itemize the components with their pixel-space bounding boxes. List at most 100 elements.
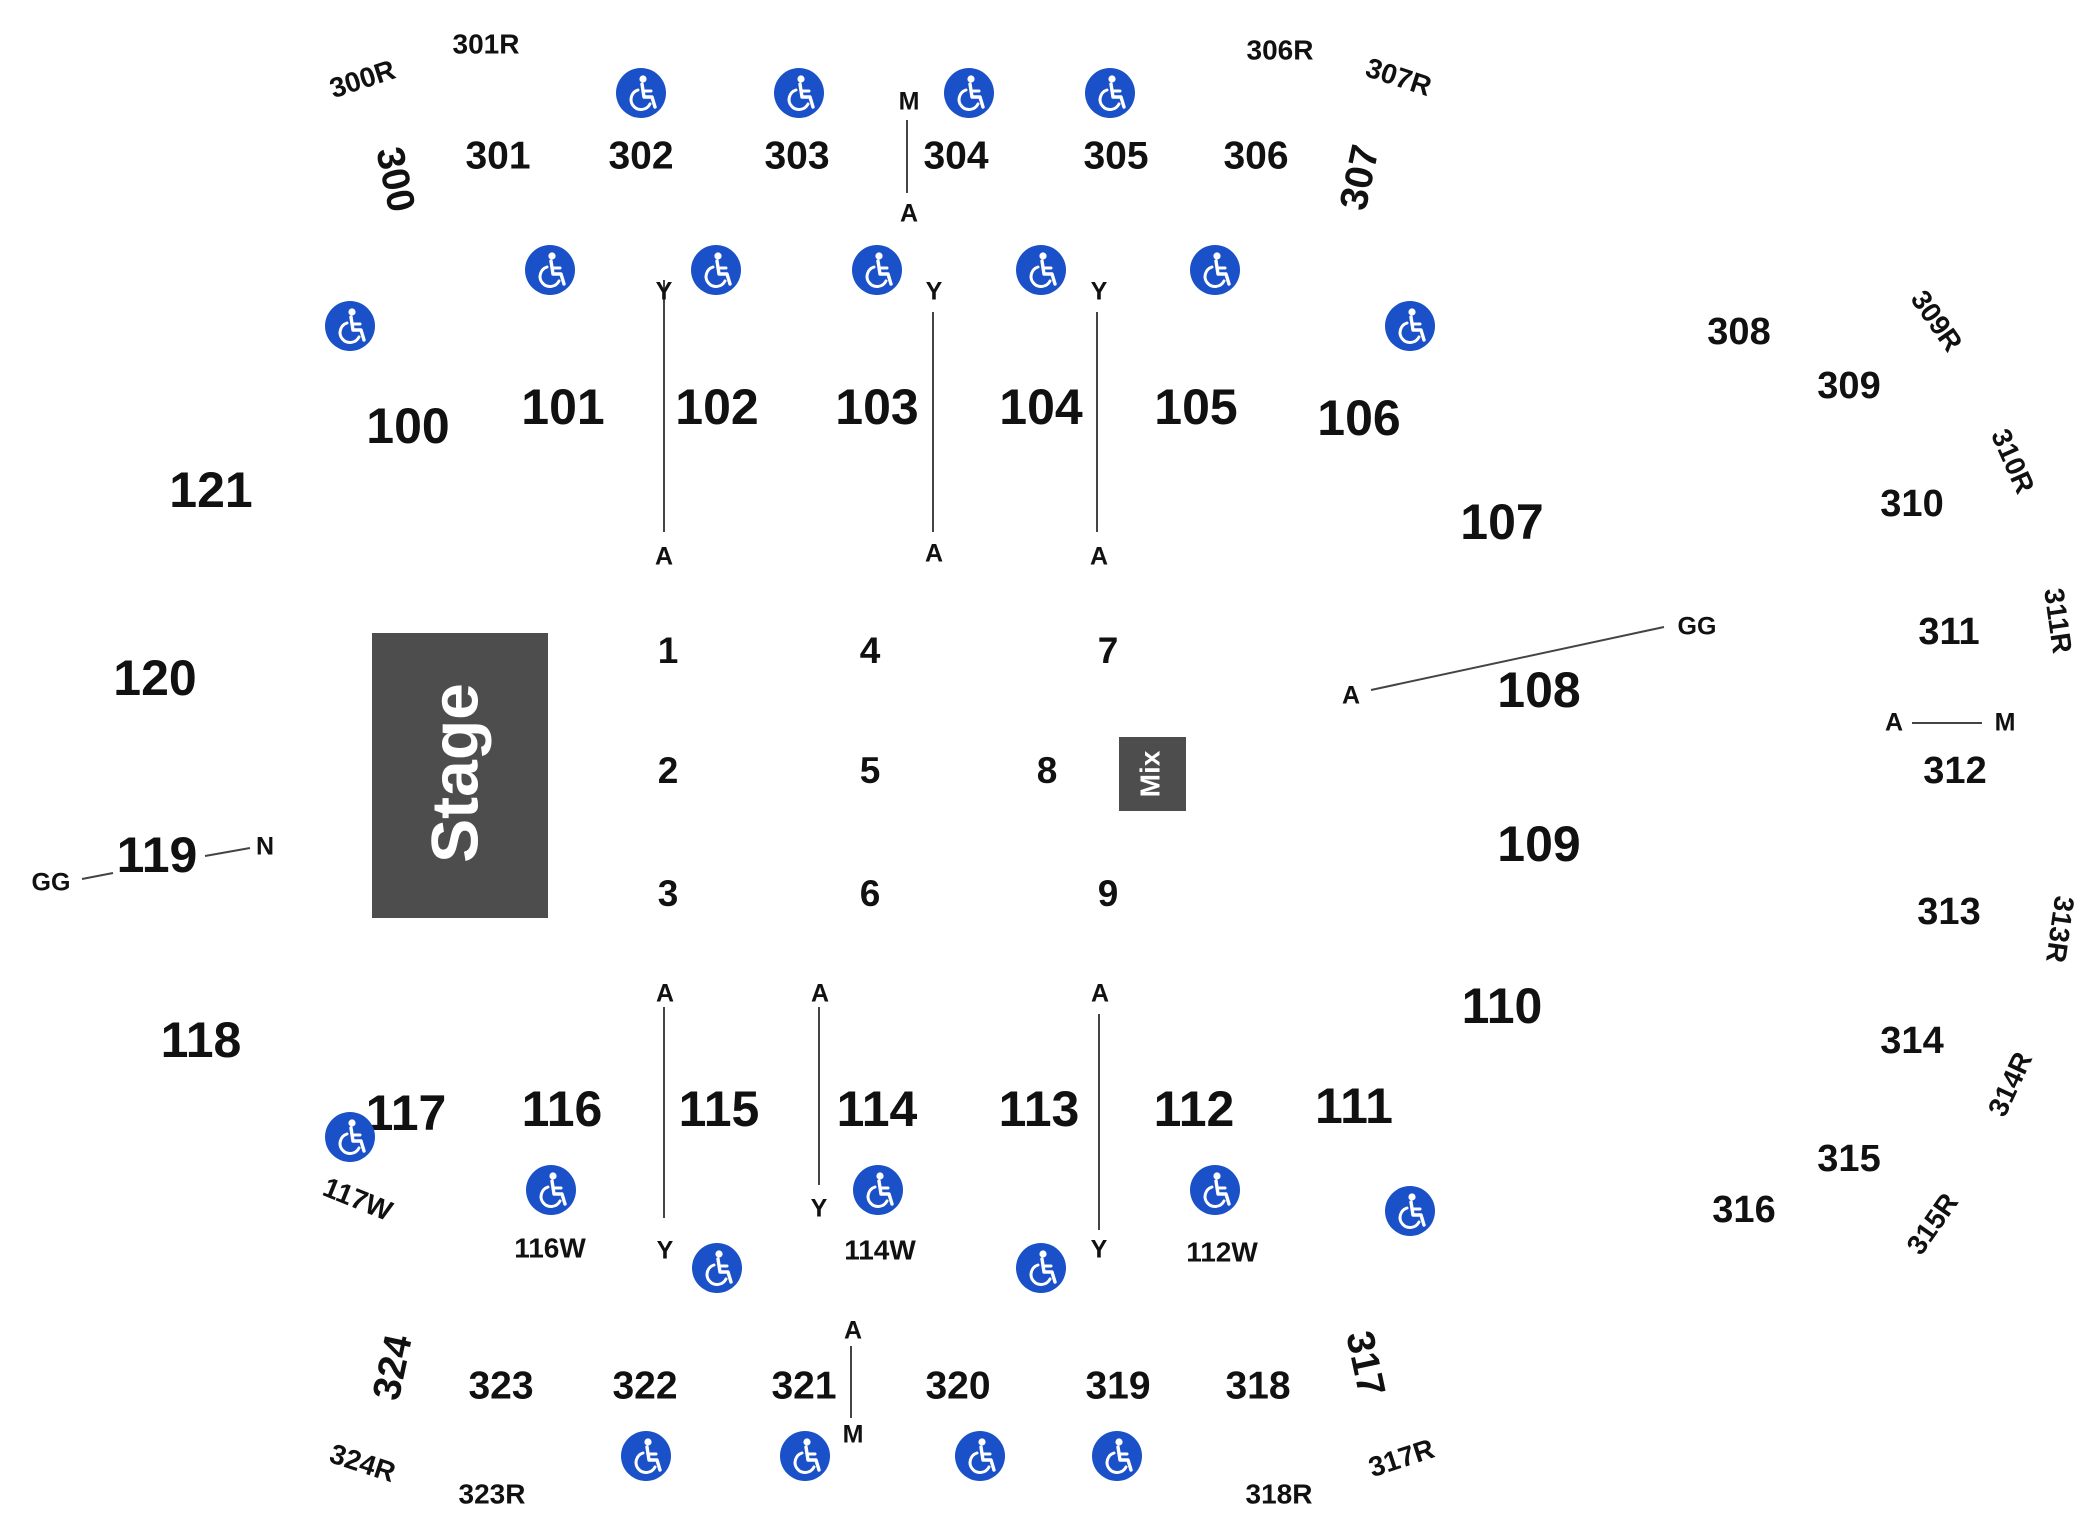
section-306[interactable]: 306 bbox=[1223, 134, 1288, 177]
section-314R[interactable]: 314R bbox=[1982, 1047, 2038, 1121]
section-311R[interactable]: 311R bbox=[2038, 586, 2078, 655]
section-114[interactable]: 114 bbox=[837, 1081, 918, 1137]
section-112[interactable]: 112 bbox=[1154, 1081, 1235, 1137]
section-104[interactable]: 104 bbox=[999, 379, 1083, 435]
section-307[interactable]: 307 bbox=[1332, 141, 1388, 214]
section-322[interactable]: 322 bbox=[612, 1364, 677, 1407]
section-120[interactable]: 120 bbox=[113, 650, 196, 706]
floor-section-1[interactable]: 1 bbox=[658, 630, 679, 671]
section-308[interactable]: 308 bbox=[1707, 311, 1770, 353]
wheelchair-icon[interactable] bbox=[1014, 1241, 1068, 1295]
section-305[interactable]: 305 bbox=[1083, 134, 1148, 177]
section-105[interactable]: 105 bbox=[1154, 379, 1237, 435]
section-309R[interactable]: 309R bbox=[1905, 284, 1969, 357]
floor-section-3[interactable]: 3 bbox=[658, 873, 679, 914]
floor-section-6[interactable]: 6 bbox=[860, 873, 881, 914]
row-label-n: N bbox=[256, 833, 274, 861]
section-117[interactable]: 117 bbox=[366, 1085, 447, 1141]
floor-section-7[interactable]: 7 bbox=[1098, 630, 1119, 671]
section-324R[interactable]: 324R bbox=[326, 1438, 399, 1488]
section-300R[interactable]: 300R bbox=[326, 54, 399, 104]
floor-section-4[interactable]: 4 bbox=[860, 630, 881, 671]
section-313[interactable]: 313 bbox=[1917, 891, 1980, 933]
wheelchair-icon[interactable] bbox=[1188, 243, 1242, 297]
floor-section-9[interactable]: 9 bbox=[1098, 873, 1119, 914]
wheelchair-icon[interactable] bbox=[851, 1163, 905, 1217]
section-111[interactable]: 111 bbox=[1315, 1078, 1393, 1134]
section-110[interactable]: 110 bbox=[1462, 978, 1543, 1034]
section-301R[interactable]: 301R bbox=[453, 28, 520, 59]
section-115[interactable]: 115 bbox=[679, 1081, 760, 1137]
section-323[interactable]: 323 bbox=[468, 1364, 533, 1407]
section-116W[interactable]: 116W bbox=[514, 1232, 586, 1263]
section-114W[interactable]: 114W bbox=[844, 1234, 916, 1265]
section-312[interactable]: 312 bbox=[1923, 750, 1986, 792]
floor-section-5[interactable]: 5 bbox=[860, 750, 881, 791]
section-318[interactable]: 318 bbox=[1225, 1364, 1290, 1407]
wheelchair-icon[interactable] bbox=[524, 1163, 578, 1217]
section-320[interactable]: 320 bbox=[925, 1364, 990, 1407]
section-317[interactable]: 317 bbox=[1337, 1327, 1393, 1400]
section-311[interactable]: 311 bbox=[1918, 611, 1979, 653]
mix-position[interactable]: Mix bbox=[1119, 737, 1186, 811]
section-323R[interactable]: 323R bbox=[459, 1478, 526, 1509]
section-310[interactable]: 310 bbox=[1880, 483, 1943, 525]
section-307R[interactable]: 307R bbox=[1362, 52, 1435, 102]
section-310R[interactable]: 310R bbox=[1985, 424, 2041, 498]
section-315R[interactable]: 315R bbox=[1900, 1187, 1964, 1260]
section-101[interactable]: 101 bbox=[521, 379, 604, 435]
wheelchair-icon[interactable] bbox=[942, 66, 996, 120]
section-118[interactable]: 118 bbox=[161, 1012, 242, 1068]
section-316[interactable]: 316 bbox=[1712, 1189, 1775, 1231]
section-108[interactable]: 108 bbox=[1497, 662, 1580, 718]
section-300[interactable]: 300 bbox=[367, 143, 423, 216]
row-letters: M A Y Y Y A A A A A A Y Y Y A M A GG A M… bbox=[32, 88, 2016, 1449]
stage[interactable]: Stage bbox=[372, 633, 548, 918]
section-103[interactable]: 103 bbox=[835, 379, 918, 435]
wheelchair-icon[interactable] bbox=[778, 1429, 832, 1483]
section-302[interactable]: 302 bbox=[608, 134, 673, 177]
wheelchair-icon[interactable] bbox=[323, 1110, 377, 1164]
floor-section-8[interactable]: 8 bbox=[1037, 750, 1058, 791]
section-112W[interactable]: 112W bbox=[1186, 1236, 1258, 1267]
section-100[interactable]: 100 bbox=[366, 398, 449, 454]
wheelchair-icon[interactable] bbox=[614, 66, 668, 120]
wheelchair-icon[interactable] bbox=[1383, 299, 1437, 353]
section-121[interactable]: 121 bbox=[169, 462, 252, 518]
wheelchair-icon[interactable] bbox=[772, 66, 826, 120]
section-313R[interactable]: 313R bbox=[2040, 894, 2080, 965]
section-309[interactable]: 309 bbox=[1817, 365, 1880, 407]
wheelchair-icon[interactable] bbox=[523, 243, 577, 297]
section-306R[interactable]: 306R bbox=[1247, 34, 1314, 65]
section-102[interactable]: 102 bbox=[675, 379, 758, 435]
wheelchair-icon[interactable] bbox=[690, 1241, 744, 1295]
section-321[interactable]: 321 bbox=[771, 1364, 836, 1407]
section-117W[interactable]: 117W bbox=[319, 1171, 398, 1227]
section-315[interactable]: 315 bbox=[1817, 1138, 1880, 1180]
wheelchair-icon[interactable] bbox=[689, 243, 743, 297]
wheelchair-icon[interactable] bbox=[850, 243, 904, 297]
wheelchair-icon[interactable] bbox=[1188, 1163, 1242, 1217]
section-318R[interactable]: 318R bbox=[1246, 1478, 1313, 1509]
wheelchair-icon[interactable] bbox=[1083, 66, 1137, 120]
section-314[interactable]: 314 bbox=[1880, 1020, 1943, 1062]
wheelchair-icon[interactable] bbox=[1090, 1429, 1144, 1483]
section-304[interactable]: 304 bbox=[923, 134, 988, 177]
section-301[interactable]: 301 bbox=[465, 134, 530, 177]
section-119[interactable]: 119 bbox=[117, 827, 198, 883]
section-109[interactable]: 109 bbox=[1497, 816, 1580, 872]
section-116[interactable]: 116 bbox=[522, 1081, 603, 1137]
wheelchair-icon[interactable] bbox=[1014, 243, 1068, 297]
floor-section-2[interactable]: 2 bbox=[658, 750, 679, 791]
section-317R[interactable]: 317R bbox=[1365, 1433, 1438, 1483]
section-303[interactable]: 303 bbox=[764, 134, 829, 177]
section-324[interactable]: 324 bbox=[365, 1331, 421, 1404]
section-319[interactable]: 319 bbox=[1085, 1364, 1150, 1407]
wheelchair-icon[interactable] bbox=[953, 1429, 1007, 1483]
wheelchair-icon[interactable] bbox=[323, 299, 377, 353]
wheelchair-icon[interactable] bbox=[1383, 1184, 1437, 1238]
section-106[interactable]: 106 bbox=[1317, 390, 1400, 446]
wheelchair-icon[interactable] bbox=[619, 1429, 673, 1483]
section-107[interactable]: 107 bbox=[1460, 494, 1543, 550]
section-113[interactable]: 113 bbox=[999, 1081, 1080, 1137]
